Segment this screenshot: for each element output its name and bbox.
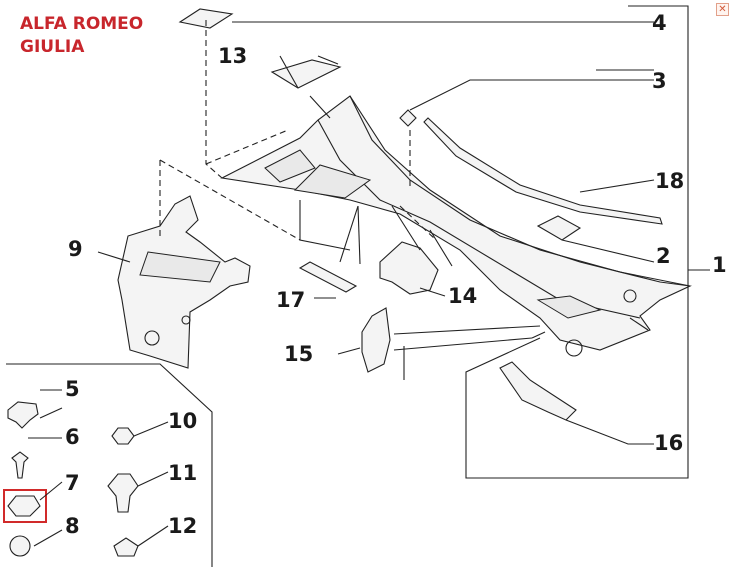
part-4-pad: [178, 8, 234, 29]
part-10-nut: [111, 427, 135, 445]
part-18-seal: [423, 117, 663, 225]
callout-2: 2: [656, 244, 671, 268]
part-5-fastener: [7, 401, 39, 429]
part-14-block: [379, 241, 439, 295]
part-6-screw: [11, 451, 29, 479]
callout-15: 15: [284, 342, 314, 366]
dashed-guides: [159, 20, 437, 241]
callout-3: 3: [652, 69, 667, 93]
callout-12: 12: [168, 514, 198, 538]
callout-1: 1: [712, 253, 727, 277]
callout-7: 7: [65, 471, 80, 495]
callout-13: 13: [218, 44, 248, 68]
callout-5: 5: [65, 377, 80, 401]
part-7-highlight: [3, 489, 47, 523]
callout-8: 8: [65, 514, 80, 538]
part-11-pin: [107, 473, 139, 513]
leader-lines: [6, 5, 710, 567]
callout-6: 6: [65, 425, 80, 449]
callout-9: 9: [68, 237, 83, 261]
brand-title: ALFA ROMEO GIULIA: [20, 13, 143, 59]
brand-line-2: GIULIA: [20, 37, 85, 57]
part-15-bracket: [361, 307, 391, 373]
part-3-clip: [399, 109, 417, 127]
callout-18: 18: [655, 169, 685, 193]
callout-16: 16: [654, 431, 684, 455]
part-16-bracket: [499, 361, 577, 421]
part-8-nut: [9, 535, 31, 557]
callout-10: 10: [168, 409, 198, 433]
brand-line-1: ALFA ROMEO: [20, 14, 144, 34]
part-7-clip: [7, 495, 41, 517]
close-icon[interactable]: ✕: [716, 3, 729, 16]
cowl-panel: [220, 95, 692, 357]
callout-4: 4: [652, 11, 667, 35]
callout-17: 17: [276, 288, 306, 312]
part-17-strip: [298, 261, 358, 293]
part-2-pad: [536, 215, 582, 241]
part-12-grommet: [113, 537, 139, 557]
part-9-reservoir: [117, 195, 251, 369]
callout-11: 11: [168, 461, 198, 485]
callout-14: 14: [448, 284, 478, 308]
part-13-pad: [270, 59, 342, 89]
